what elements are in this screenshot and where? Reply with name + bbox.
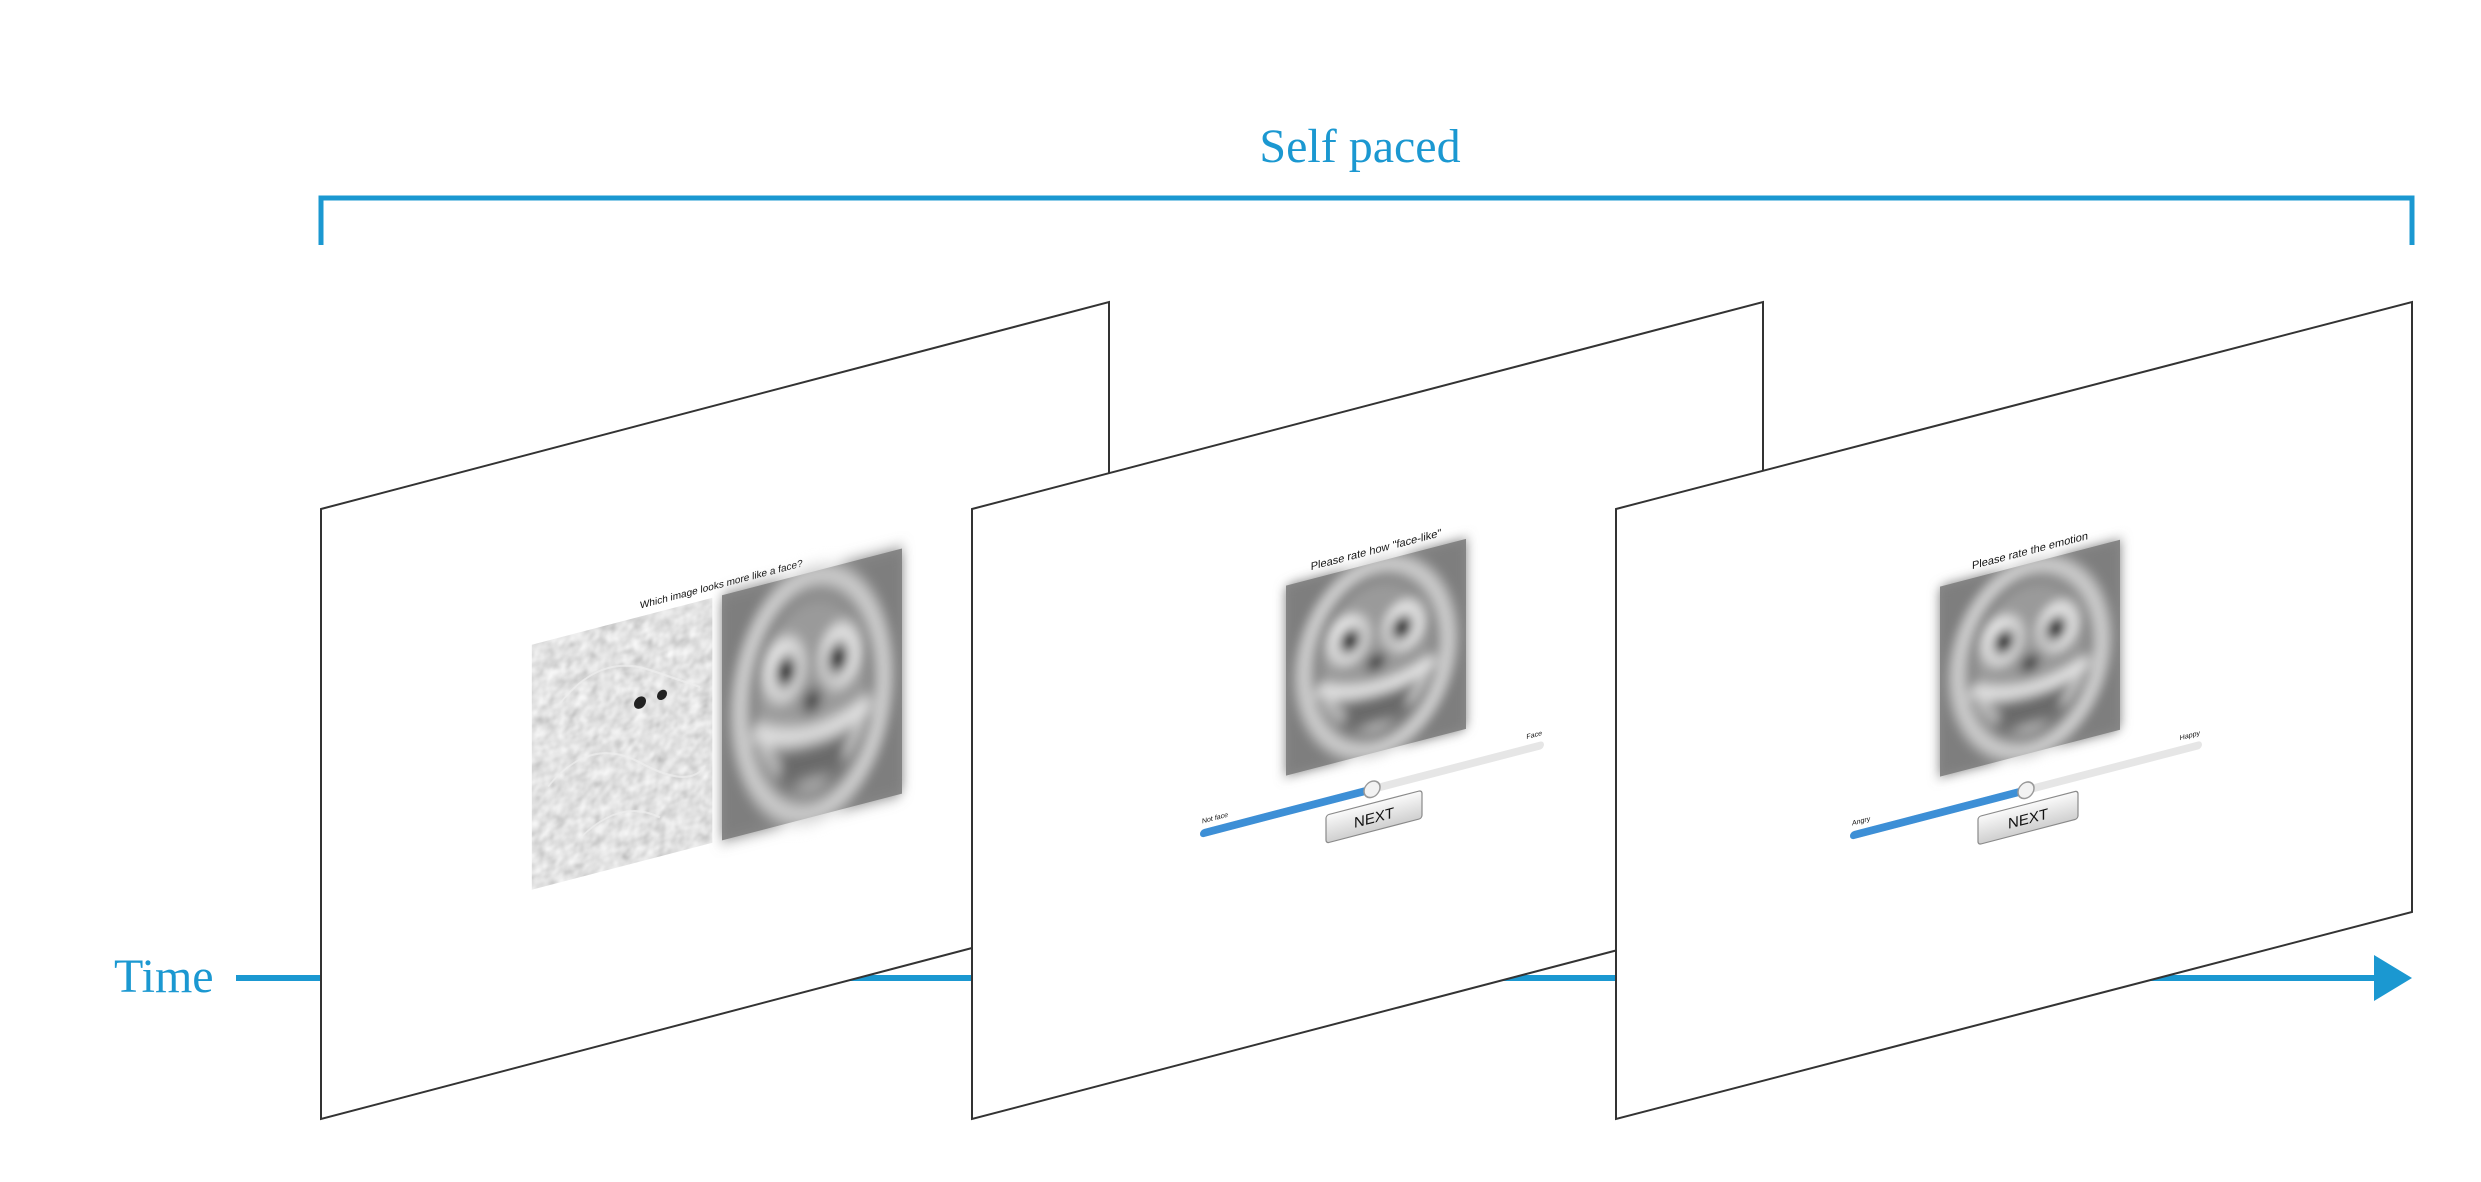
screen-2-slider-handle[interactable] bbox=[1363, 779, 1381, 799]
time-arrow-head bbox=[2374, 955, 2412, 1001]
screen-3-slider-handle[interactable] bbox=[2017, 780, 2035, 800]
self-paced-bracket bbox=[318, 195, 2415, 245]
noise-image bbox=[532, 597, 712, 890]
screen-3-slider-fill bbox=[1850, 787, 2026, 840]
screen-2-face-rating: Please rate how "face-like" Not face Fac… bbox=[971, 300, 1764, 1121]
time-label: Time bbox=[114, 950, 214, 1003]
screen-3-next-button[interactable] bbox=[1977, 790, 2079, 845]
screen-2-next-button[interactable] bbox=[1325, 790, 1423, 844]
self-paced-label: Self paced bbox=[1259, 120, 1460, 173]
screen-3-emotion-rating: Please rate the emotion Angry Happy NEXT bbox=[1615, 300, 2413, 1121]
screen-1-forced-choice: Which image looks more like a face? bbox=[320, 300, 1110, 1121]
screen-2-slider-fill bbox=[1200, 786, 1372, 838]
screen-2-right-anchor: Face bbox=[1526, 729, 1542, 741]
face-like-image bbox=[722, 548, 902, 840]
